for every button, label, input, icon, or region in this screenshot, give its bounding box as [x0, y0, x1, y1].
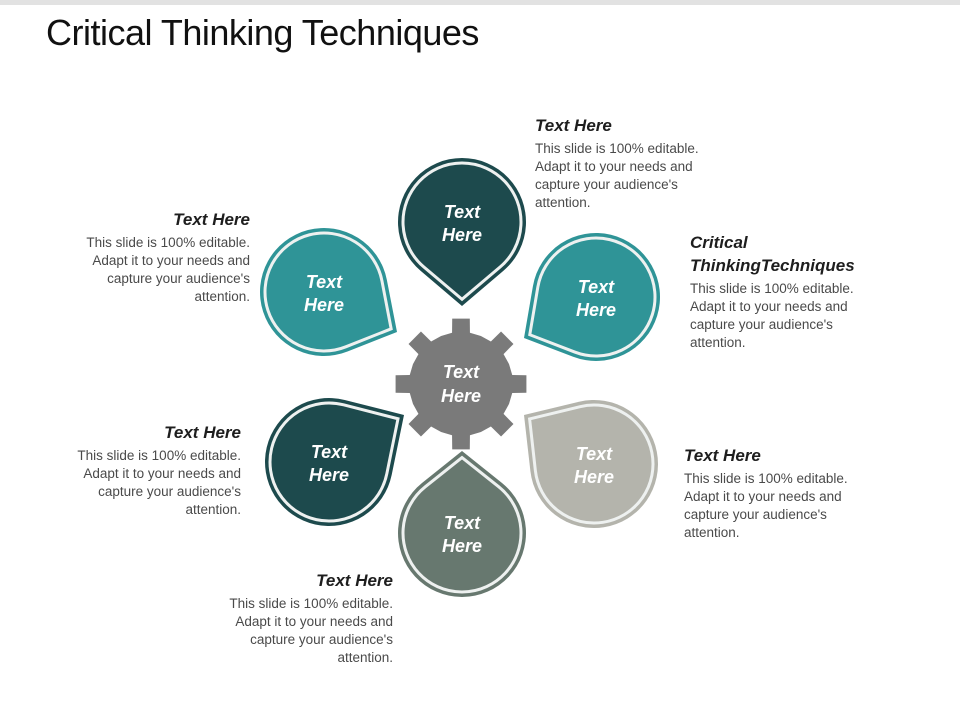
gear-shape	[395, 318, 527, 450]
petal-label-line-2: Here	[304, 295, 344, 315]
callout-bottom: Text Here This slide is 100% editable. A…	[213, 569, 393, 667]
petal-label-line-1: Text	[578, 277, 615, 297]
petal-ring	[528, 236, 657, 358]
petal-ring	[527, 403, 655, 525]
callout-lower-left: Text Here This slide is 100% editable. A…	[60, 421, 241, 519]
petal-ring	[401, 161, 523, 302]
petal-shape	[524, 232, 661, 361]
petal-shape	[397, 451, 526, 598]
slide-title: Critical Thinking Techniques	[46, 12, 479, 53]
petal-label-line-2: Here	[576, 300, 616, 320]
callout-upper-right: Critical ThinkingTechniques This slide i…	[690, 231, 890, 352]
petal-label-line-2: Here	[309, 465, 349, 485]
petal-ring	[401, 455, 523, 594]
callout-body: This slide is 100% editable. Adapt it to…	[86, 235, 250, 304]
callout-heading: Text Here	[164, 423, 241, 442]
callout-heading-line-2: ThinkingTechniques	[690, 256, 855, 275]
petal-label-line-1: Text	[311, 442, 348, 462]
petal-label-line-2: Here	[442, 536, 482, 556]
petal-ring	[263, 231, 393, 353]
petal-shape	[260, 227, 397, 356]
petal-label-line-1: Text	[444, 513, 481, 533]
petal-label-line-2: Here	[442, 225, 482, 245]
petal-label-line-1: Text	[306, 272, 343, 292]
top-rule	[0, 0, 960, 5]
callout-lower-right: Text Here This slide is 100% editable. A…	[684, 444, 854, 542]
callout-heading: Text Here	[173, 210, 250, 229]
petal-ring	[268, 401, 400, 523]
hub-label-line-1: Text	[443, 362, 480, 382]
callout-body: This slide is 100% editable. Adapt it to…	[77, 448, 241, 517]
callout-body: This slide is 100% editable. Adapt it to…	[684, 471, 848, 540]
petal-shape	[265, 398, 404, 527]
callout-body: This slide is 100% editable. Adapt it to…	[690, 281, 854, 350]
callout-top: Text Here This slide is 100% editable. A…	[535, 114, 700, 212]
petal-shape	[524, 399, 658, 528]
hub-label-line-2: Here	[441, 386, 481, 406]
petal-label-line-2: Here	[574, 467, 614, 487]
callout-heading: Text Here	[684, 446, 761, 465]
callout-body: This slide is 100% editable. Adapt it to…	[229, 596, 393, 665]
callout-upper-left: Text Here This slide is 100% editable. A…	[60, 208, 250, 306]
petal-label-line-1: Text	[576, 444, 613, 464]
callout-heading: Text Here	[535, 116, 612, 135]
callout-body: This slide is 100% editable. Adapt it to…	[535, 141, 699, 210]
callout-heading-line-1: Critical	[690, 233, 748, 252]
petal-label-line-1: Text	[444, 202, 481, 222]
callout-heading: Text Here	[316, 571, 393, 590]
petal-shape	[398, 157, 526, 306]
